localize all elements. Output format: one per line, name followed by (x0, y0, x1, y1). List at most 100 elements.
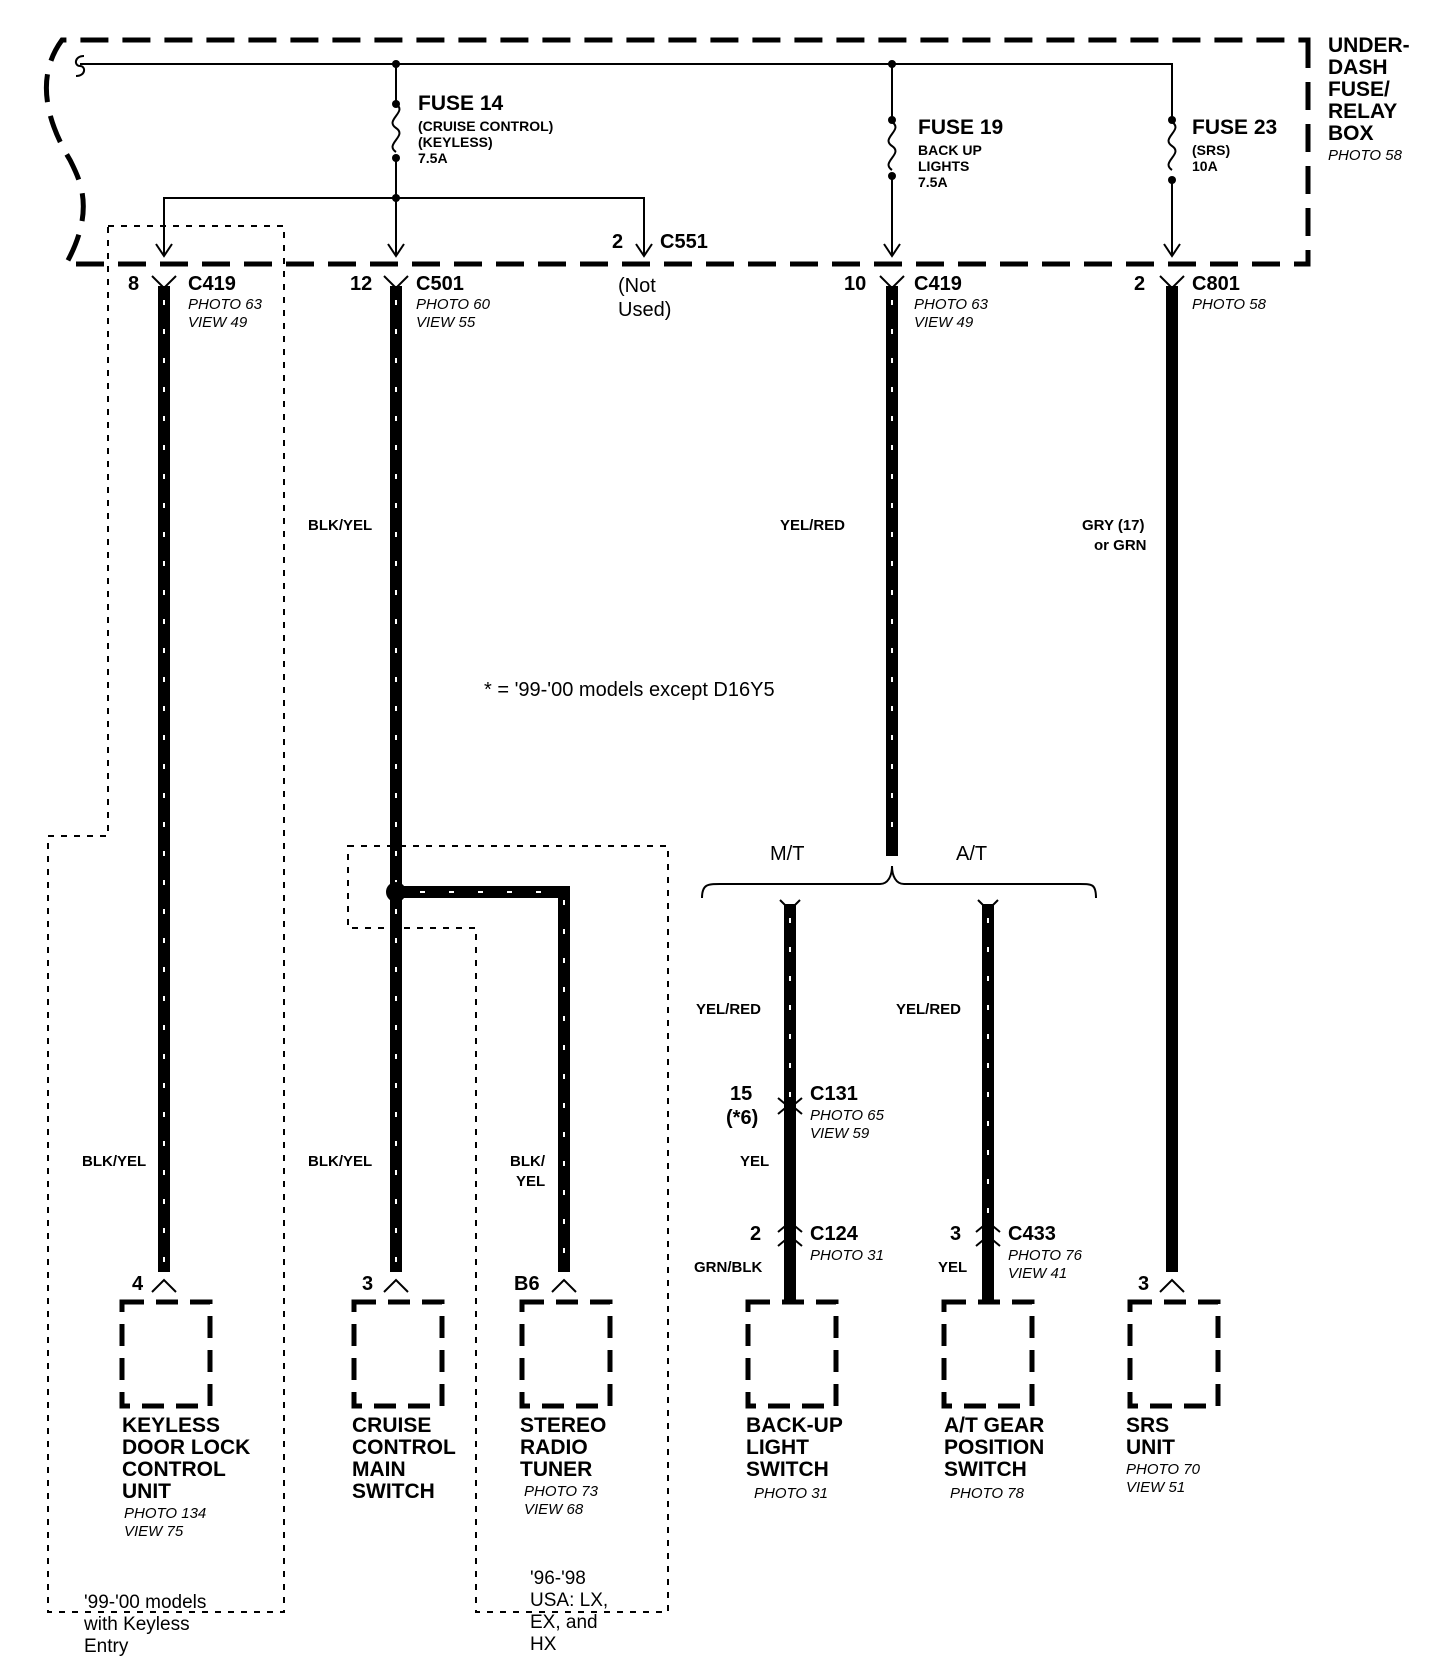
srs-unit-label: SRS UNIT PHOTO 70 VIEW 51 (1126, 1414, 1201, 1496)
component-name-line: SWITCH (746, 1458, 829, 1481)
branch-label-mt: M/T (770, 843, 804, 865)
component-name-line: A/T GEAR (944, 1414, 1044, 1437)
connector-pin: 8 (128, 273, 139, 295)
component-view: VIEW 51 (1126, 1479, 1185, 1496)
connector-name: C501 (416, 273, 464, 295)
c551-note: Used) (618, 299, 671, 321)
fuse-box-title-line: FUSE/ (1328, 78, 1390, 101)
connector-c433: 3 C433 PHOTO 76 VIEW 41 (950, 1223, 1083, 1282)
at-gear-switch-box (941, 1299, 1035, 1409)
component-view: VIEW 75 (124, 1523, 184, 1540)
option-note-line: '96-'98 (530, 1568, 586, 1589)
cruise-control-main-switch-label: CRUISE CONTROL MAIN SWITCH (352, 1414, 456, 1503)
power-bus (80, 63, 1173, 120)
option-note-line: with Keyless (83, 1614, 190, 1635)
component-name-line: CONTROL (122, 1458, 226, 1481)
connector-symbols (151, 275, 1185, 1293)
keyless-door-lock-unit-label: KEYLESS DOOR LOCK CONTROL UNIT PHOTO 134… (122, 1414, 250, 1540)
srs-unit-box (1127, 1299, 1221, 1409)
fuse-box-label: UNDER- DASH FUSE/ RELAY BOX PHOTO 58 (1328, 34, 1410, 164)
connector-view: VIEW 55 (416, 314, 476, 331)
splice-point (386, 882, 406, 902)
connector-name: C419 (914, 273, 962, 295)
fuse-19-title: FUSE 19 (918, 116, 1003, 139)
component-name-line: CONTROL (352, 1436, 456, 1459)
fuse-box-outline (44, 37, 1311, 267)
component-pin: 3 (362, 1273, 373, 1295)
component-pin: 4 (132, 1273, 144, 1295)
component-name-line: SWITCH (352, 1480, 435, 1503)
at-gear-position-switch-label: A/T GEAR POSITION SWITCH PHOTO 78 (944, 1414, 1044, 1502)
stereo-option-outline (347, 845, 669, 1613)
component-name-line: LIGHT (746, 1436, 809, 1459)
option-note-line: '99-'00 models (84, 1592, 206, 1613)
c551-note: (Not (618, 275, 656, 297)
connector-name: C124 (810, 1223, 859, 1245)
component-name-line: STEREO (520, 1414, 606, 1437)
fuse-14 (155, 64, 653, 258)
option-note-line: HX (530, 1634, 557, 1655)
connector-pin: 15 (730, 1083, 752, 1105)
connector-photo: PHOTO 65 (810, 1107, 885, 1124)
keyless-option-outline (47, 225, 285, 1613)
component-photo: PHOTO 73 (524, 1483, 599, 1500)
connector-pin: 2 (750, 1223, 761, 1245)
connector-view: VIEW 41 (1008, 1265, 1067, 1282)
connector-name: C433 (1008, 1223, 1056, 1245)
connector-c124: 2 C124 PHOTO 31 (750, 1223, 884, 1264)
connector-pin: 3 (950, 1223, 961, 1245)
fuse-23-line: 10A (1192, 158, 1218, 174)
bus-start-symbol (74, 55, 86, 77)
component-pin: 3 (1138, 1273, 1149, 1295)
connector-view: VIEW 59 (810, 1125, 870, 1142)
connector-photo: PHOTO 58 (1192, 296, 1267, 313)
component-view: VIEW 68 (524, 1501, 584, 1518)
keyless-unit-box (119, 1299, 213, 1409)
backup-switch-box (745, 1299, 839, 1409)
fuse-23 (1163, 116, 1181, 258)
wire-label: GRN/BLK (694, 1259, 762, 1276)
fuse-19-line: 7.5A (918, 174, 948, 190)
fuse-14-line: (KEYLESS) (418, 134, 493, 150)
fuse-box-title-line: RELAY (1328, 100, 1397, 123)
component-name-line: RADIO (520, 1436, 588, 1459)
component-photo: PHOTO 31 (754, 1485, 828, 1502)
option-note-line: EX, and (530, 1612, 598, 1633)
wire-label: YEL (516, 1173, 545, 1190)
wire-label: YEL/RED (896, 1001, 961, 1018)
component-name-line: POSITION (944, 1436, 1044, 1459)
wire-label: YEL (938, 1259, 967, 1276)
branch-label-at: A/T (956, 843, 987, 865)
connector-c501: 12 C501 PHOTO 60 VIEW 55 (350, 273, 491, 331)
connector-view: VIEW 49 (914, 314, 974, 331)
connector-photo: PHOTO 63 (914, 296, 989, 313)
connector-photo: PHOTO 63 (188, 296, 263, 313)
connector-name: C131 (810, 1083, 858, 1105)
component-name-line: CRUISE (352, 1414, 431, 1437)
back-up-light-switch-label: BACK-UP LIGHT SWITCH PHOTO 31 (746, 1414, 843, 1502)
fuse-23-title: FUSE 23 (1192, 116, 1277, 139)
connector-photo: PHOTO 60 (416, 296, 491, 313)
component-photo: PHOTO 70 (1126, 1461, 1201, 1478)
component-name-line: MAIN (352, 1458, 406, 1481)
component-name-line: SWITCH (944, 1458, 1027, 1481)
connector-c801: 2 C801 PHOTO 58 (1134, 273, 1267, 313)
c551-name: C551 (660, 231, 708, 253)
fuse-19-line: BACK UP (918, 142, 982, 158)
component-pin: B6 (514, 1273, 540, 1295)
fuse-14-title: FUSE 14 (418, 92, 504, 115)
connector-c419-keyless: 8 C419 PHOTO 63 VIEW 49 (128, 273, 263, 331)
stereo-radio-tuner-label: STEREO RADIO TUNER PHOTO 73 VIEW 68 (520, 1414, 606, 1518)
mt-at-bracket (701, 865, 1097, 899)
component-photo: PHOTO 134 (124, 1505, 206, 1522)
connector-c131: 15 (*6) C131 PHOTO 65 VIEW 59 (726, 1083, 885, 1142)
footnote: * = '99-'00 models except D16Y5 (484, 679, 775, 701)
fuse-14-line: 7.5A (418, 150, 448, 166)
connector-pin-note: (*6) (726, 1107, 758, 1129)
connector-photo: PHOTO 76 (1008, 1247, 1083, 1264)
wire-label: GRY (17) (1082, 517, 1145, 534)
wire-label: YEL/RED (696, 1001, 761, 1018)
wire-stereo (396, 886, 570, 1272)
component-name-line: UNIT (122, 1480, 171, 1503)
keyless-option-note: '99-'00 models with Keyless Entry (83, 1592, 206, 1657)
